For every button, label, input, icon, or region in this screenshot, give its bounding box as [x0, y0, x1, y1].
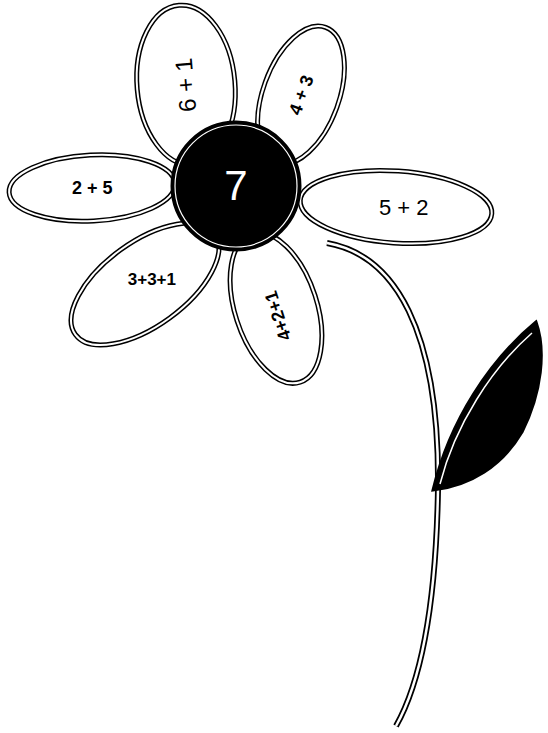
flower-petal: 2 + 5	[4, 148, 180, 229]
flower-petal: 5 + 2	[295, 161, 498, 253]
stem	[327, 243, 438, 726]
leaf	[433, 322, 541, 490]
flower-center: 7	[170, 120, 302, 252]
petal-sum: 6 + 1	[172, 57, 201, 113]
leaf-vein	[440, 333, 532, 484]
center-number: 7	[224, 165, 247, 207]
stem-inner	[327, 243, 438, 726]
petal-sum: 3+3+1	[127, 271, 175, 288]
petal-sum: 2 + 5	[72, 179, 113, 197]
petal-sum: 5 + 2	[379, 197, 429, 219]
